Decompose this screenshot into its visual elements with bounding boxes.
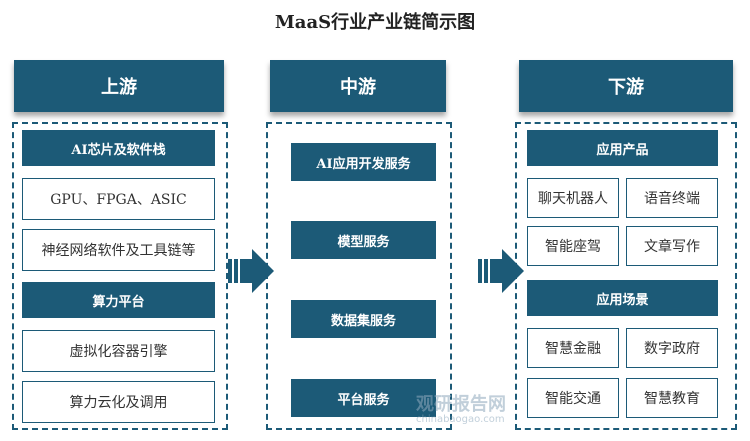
downstream-item-chatbot: 聊天机器人 — [527, 178, 619, 218]
watermark-cn: 观研报告网 — [416, 394, 506, 415]
arrow-mid-to-down-icon — [478, 249, 524, 293]
midstream-item-ai-dev: AI应用开发服务 — [291, 143, 436, 181]
upstream-group-compute-platform: 算力平台 — [22, 282, 215, 318]
downstream-item-voice-terminal: 语音终端 — [626, 178, 718, 218]
upstream-item-nn-software: 神经网络软件及工具链等 — [22, 229, 215, 271]
downstream-item-article-writing: 文章写作 — [626, 226, 718, 266]
midstream-item-platform: 平台服务 — [291, 379, 436, 417]
upstream-item-gpu: GPU、FPGA、ASIC — [22, 178, 215, 220]
upstream-item-virtualization: 虚拟化容器引擎 — [22, 330, 215, 372]
watermark: 观研报告网 chinabaogao.com — [416, 390, 536, 430]
diagram-title: MaaS行业产业链简示图 — [274, 12, 476, 33]
downstream-group-products: 应用产品 — [527, 130, 718, 166]
downstream-header: 下游 — [519, 60, 733, 112]
upstream-panel — [12, 122, 228, 430]
upstream-item-cloud-compute: 算力云化及调用 — [22, 381, 215, 423]
downstream-item-smart-transport: 智能交通 — [527, 378, 619, 418]
midstream-item-model: 模型服务 — [291, 221, 436, 259]
watermark-en: chinabaogao.com — [416, 414, 505, 425]
upstream-header: 上游 — [14, 60, 224, 112]
midstream-header: 中游 — [270, 60, 446, 112]
arrow-up-to-mid-icon — [228, 249, 274, 293]
midstream-item-dataset: 数据集服务 — [291, 300, 436, 338]
downstream-item-smart-finance: 智慧金融 — [527, 328, 619, 368]
downstream-item-digital-gov: 数字政府 — [626, 328, 718, 368]
downstream-group-scenarios: 应用场景 — [527, 280, 718, 316]
upstream-group-chip-software: AI芯片及软件栈 — [22, 130, 215, 166]
downstream-item-smart-education: 智慧教育 — [626, 378, 718, 418]
downstream-item-smart-car: 智能座驾 — [527, 226, 619, 266]
